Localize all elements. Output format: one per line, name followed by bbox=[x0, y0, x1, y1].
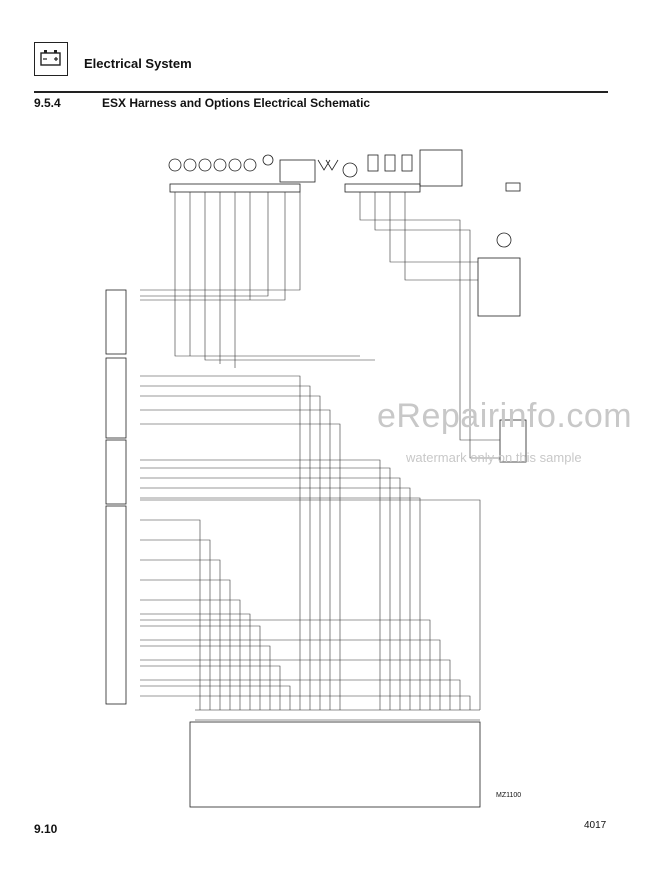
section-number: 9.5.4 bbox=[34, 96, 61, 110]
section-title: ESX Harness and Options Electrical Schem… bbox=[102, 96, 371, 110]
document-number: 4017 bbox=[584, 820, 607, 831]
battery-icon bbox=[40, 50, 61, 66]
watermark-subtext: watermark only on this sample bbox=[406, 450, 582, 465]
page-number: 9.10 bbox=[34, 822, 58, 836]
header-divider bbox=[34, 91, 608, 93]
page-header-title: Electrical System bbox=[84, 56, 192, 71]
battery-icon-box bbox=[34, 42, 68, 76]
watermark-text: eRepairinfo.com bbox=[377, 397, 633, 435]
figure-code: MZ1100 bbox=[496, 792, 522, 799]
